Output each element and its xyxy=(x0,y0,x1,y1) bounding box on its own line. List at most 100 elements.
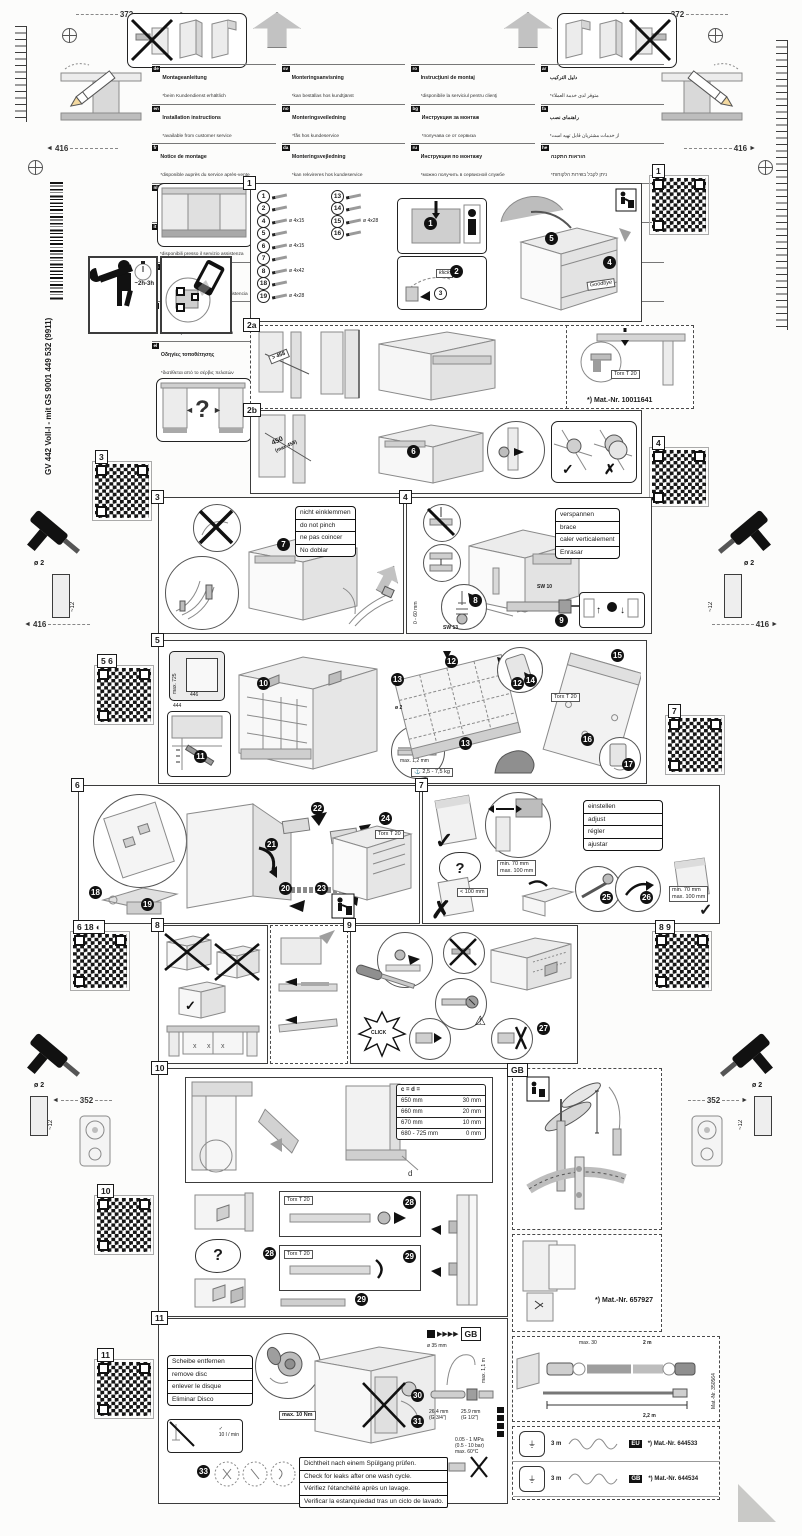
clip-wrong-detail xyxy=(491,1018,533,1060)
part-row: 1 xyxy=(257,189,327,203)
svg-text:◄: ◄ xyxy=(185,405,194,415)
drain-hose-connector xyxy=(430,1388,494,1401)
drill-diameter-right-2: ø 2 xyxy=(752,1082,763,1089)
screw-icon xyxy=(345,230,362,237)
sw10-label: SW 10 xyxy=(537,584,553,590)
install-time: ~2h-3h xyxy=(134,281,154,287)
section-9-label: 9 xyxy=(343,918,356,932)
cord-squiggle xyxy=(568,1473,618,1485)
click-label: CLICK xyxy=(371,1030,387,1036)
ref-3-chip: 3 xyxy=(434,287,447,300)
part-row: 7 xyxy=(257,252,327,266)
svg-text:?: ? xyxy=(195,396,210,423)
step2-inset: 2 3 klick xyxy=(397,256,487,310)
flow-box: ✓10 l / min xyxy=(167,1419,243,1453)
drill-diameter-left-2: ø 2 xyxy=(34,1082,45,1089)
qr-block-3: 3 xyxy=(92,450,152,521)
screw-icon xyxy=(271,268,288,275)
svg-text:↓: ↓ xyxy=(620,605,625,616)
reveal-zoom-circle xyxy=(485,792,551,858)
qr-block-4: 4 xyxy=(649,436,709,507)
panel-options-box-left xyxy=(127,13,247,68)
screw-icon xyxy=(271,218,288,225)
dim-416-mid-left: ◄416 xyxy=(24,620,90,629)
hose-2m: 2 m xyxy=(643,1340,652,1346)
section-9: 9 ⚠ CLICK 27 xyxy=(343,918,578,1064)
hose-2-2m: 2,2 m xyxy=(643,1413,656,1419)
step-17-chip: 17 xyxy=(622,758,635,771)
range-0-60: 0 - 60 mm xyxy=(413,601,419,624)
step-10-chip: 10 xyxy=(257,677,270,690)
gap-right-detail xyxy=(423,544,461,582)
drill-depth-gauge-left xyxy=(52,574,70,618)
hinge-plate-sketch xyxy=(101,887,179,915)
hose-hole-dia: ø 35 mm xyxy=(427,1343,447,1349)
svg-text:x: x xyxy=(193,1043,197,1050)
drill-depth-gauge-right xyxy=(724,574,742,618)
drill-dia-door: ø 2 xyxy=(395,705,403,711)
step-19-chip: 19 xyxy=(141,898,154,911)
section-2a: 2a > 458 xyxy=(243,318,568,409)
leak-check-box: Dichtheit nach einem Spülgang prüfen.Che… xyxy=(299,1457,449,1508)
svg-text:✓: ✓ xyxy=(185,998,196,1013)
clip-ok-detail xyxy=(409,1018,451,1060)
wrong-screw-detail xyxy=(443,932,485,974)
step-8-chip: 8 xyxy=(469,594,482,607)
crosshair-top-left xyxy=(62,28,77,43)
drill-icon-left xyxy=(27,510,81,554)
socket-icon: ⏚ xyxy=(519,1431,545,1457)
step-6-chip: 6 xyxy=(407,445,420,458)
screw-icon xyxy=(271,230,288,237)
click-burst xyxy=(357,1010,407,1058)
aquastop-detail xyxy=(255,1333,321,1399)
fold-arrow-up-left xyxy=(253,12,301,48)
section-power-cords: ⏚ 3 m EU *) Mat.-Nr. 644533 ⏚ 3 m GB *) … xyxy=(512,1426,720,1500)
step-5-chip: 5 xyxy=(545,232,558,245)
drill-icon-right xyxy=(717,510,771,554)
dim-352-left: ◄352 xyxy=(52,1096,113,1105)
step-13b-chip: 13 xyxy=(459,737,472,750)
qr-block-1: 1 xyxy=(649,164,709,235)
plug-region-badge: EU xyxy=(629,1440,642,1448)
which-niche-question-box: ?◄► xyxy=(156,378,258,442)
screw-icon xyxy=(271,255,288,262)
step-11-chip: 11 xyxy=(194,750,207,763)
screw-icon xyxy=(345,205,362,212)
drill-diameter-right: ø 2 xyxy=(744,560,755,567)
screw-detail-b: ⚠ xyxy=(435,978,487,1030)
section-2a-detail: Torx T 20 *) Mat.-Nr. 10011641 xyxy=(566,325,694,409)
part-row: 14 xyxy=(331,202,393,216)
fold-arrow-up-right xyxy=(504,12,552,48)
leak-check-icons xyxy=(214,1461,296,1487)
cord-squiggle xyxy=(568,1438,618,1450)
plinth-rail xyxy=(280,1298,346,1307)
hose-max30: max. 30 xyxy=(579,1340,597,1346)
thread-g34: 26.4 mm(G 3/4") xyxy=(429,1409,449,1421)
step-23-chip: 23 xyxy=(315,882,328,895)
torx-chip-s10a: Torx T 20 xyxy=(284,1196,313,1205)
countertop-fix-sketch xyxy=(490,937,572,991)
check-mark: ✓ xyxy=(699,902,713,919)
screw-icon xyxy=(271,243,288,250)
torx-chip-s5: Torx T 20 xyxy=(551,693,580,702)
door-dims-box: max. 725 446 xyxy=(169,651,225,701)
svg-text:✗: ✗ xyxy=(431,897,451,920)
hinge-template-right xyxy=(691,1115,723,1167)
screwdriver-icon xyxy=(355,964,416,989)
step-30-chip: 30 xyxy=(411,1389,424,1402)
corner-mark-inset: 11 xyxy=(167,711,231,777)
